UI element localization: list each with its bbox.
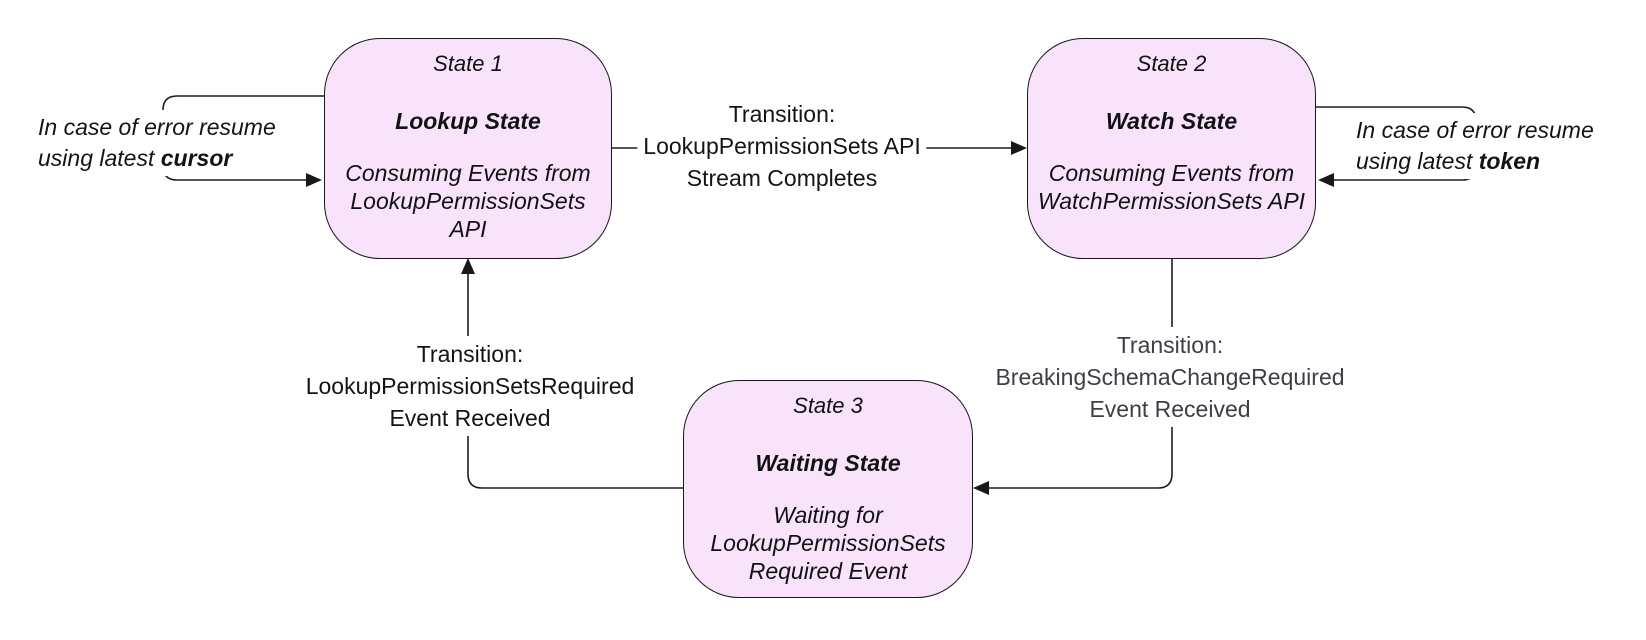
transition-label-state3-to-state1: Transition: LookupPermissionSetsRequired… bbox=[299, 336, 641, 436]
note-line-2: using latest bbox=[1356, 148, 1479, 174]
transition-label-line: Transition: bbox=[416, 341, 524, 367]
state-1-box: State 1 Lookup State Consuming Events fr… bbox=[324, 38, 612, 259]
note-bold-term: cursor bbox=[160, 145, 233, 171]
arrow-state2-to-state3 bbox=[973, 259, 1173, 495]
transition-label-line: LookupPermissionSetsRequired bbox=[305, 373, 635, 399]
transition-label-line: Transition: bbox=[728, 101, 836, 127]
state-3-title: State 3 bbox=[793, 393, 863, 418]
transition-label-line: LookupPermissionSets API bbox=[643, 133, 921, 159]
note-line-1: In case of error resume bbox=[1356, 117, 1594, 143]
transition-label-state1-to-state2: Transition: LookupPermissionSets API Str… bbox=[637, 96, 927, 196]
note-line-2: using latest bbox=[38, 145, 161, 171]
transition-label-line: Transition: bbox=[1116, 332, 1224, 358]
state-1-name: Lookup State bbox=[395, 108, 541, 134]
state-2-description: Consuming Events from WatchPermissionSet… bbox=[1037, 160, 1306, 214]
transition-label-line: Event Received bbox=[389, 405, 551, 431]
arrow-state3-to-state1 bbox=[461, 258, 683, 489]
state-3-description: Waiting for LookupPermissionSets Require… bbox=[710, 502, 946, 584]
state-1-description: Consuming Events from LookupPermissionSe… bbox=[345, 160, 591, 242]
transition-label-line: BreakingSchemaChangeRequired bbox=[995, 364, 1345, 390]
note-bold-term: token bbox=[1478, 148, 1541, 174]
transition-label-state2-to-state3: Transition: BreakingSchemaChangeRequired… bbox=[989, 327, 1351, 427]
note-line-1: In case of error resume bbox=[38, 114, 276, 140]
state-1-title: State 1 bbox=[433, 51, 503, 76]
state-2-name: Watch State bbox=[1105, 108, 1238, 134]
transition-label-line: Stream Completes bbox=[686, 165, 878, 191]
state-2-title: State 2 bbox=[1136, 51, 1207, 76]
state-2-box: State 2 Watch State Consuming Events fro… bbox=[1027, 38, 1316, 259]
state-3-name: Waiting State bbox=[755, 450, 901, 476]
error-resume-token-note: In case of error resume using latest tok… bbox=[1352, 113, 1598, 179]
state-3-box: State 3 Waiting State Waiting for Lookup… bbox=[683, 380, 973, 598]
error-resume-cursor-note: In case of error resume using latest cur… bbox=[34, 110, 280, 176]
transition-label-line: Event Received bbox=[1089, 396, 1251, 422]
